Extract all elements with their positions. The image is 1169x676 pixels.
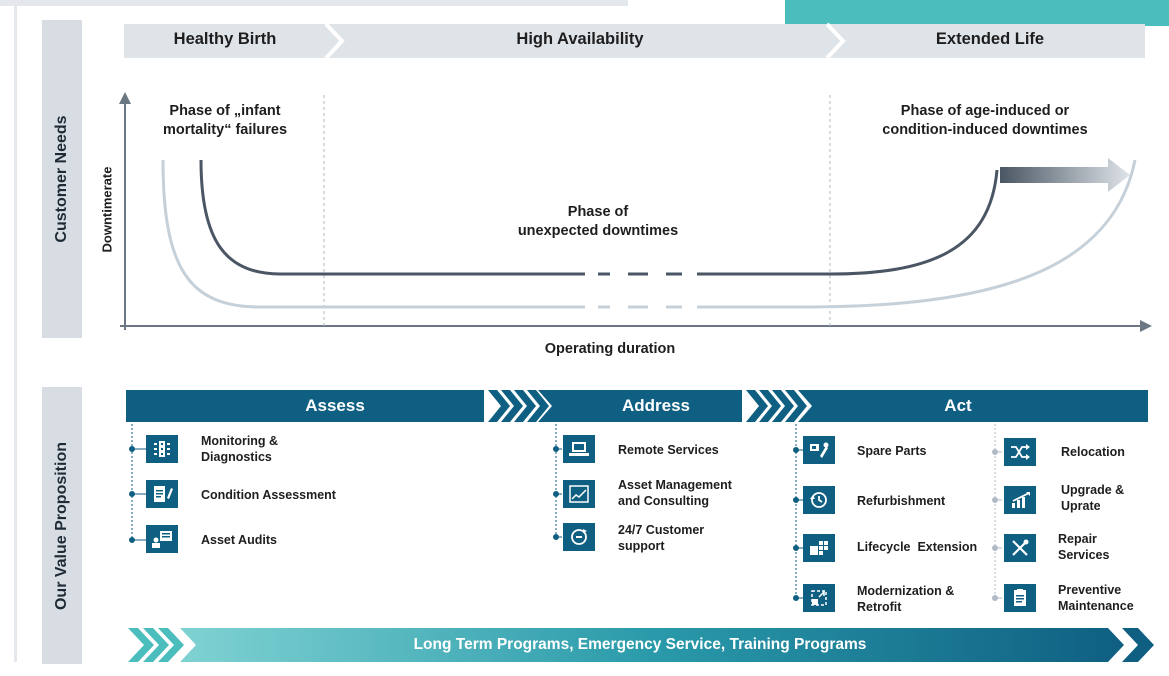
- phase-age-line1: Phase of age-induced or: [900, 103, 1070, 119]
- item-asset-management-line2: and Consulting: [618, 494, 709, 508]
- item-relocation: Relocation: [1061, 445, 1125, 459]
- value-proposition-side-label: Our Value Proposition: [42, 387, 82, 664]
- refurbishment-icon: [803, 486, 835, 514]
- item-repair-services: Repair Services: [1058, 531, 1109, 563]
- y-axis-label: Downtimerate: [100, 165, 115, 255]
- light-bathtub-curve: [161, 159, 1137, 309]
- spare-parts-icon: [803, 436, 835, 464]
- band-act: Act: [944, 396, 972, 415]
- item-asset-management: Asset Management and Consulting: [618, 477, 732, 509]
- bottom-programs-label: Long Term Programs, Emergency Service, T…: [413, 636, 867, 653]
- phase-unexpected-line2: unexpected downtimes: [517, 223, 679, 239]
- item-modernization-line2: Retrofit: [857, 600, 902, 614]
- item-remote-services: Remote Services: [618, 443, 719, 457]
- item-lifecycle-extension: Lifecycle Extension: [857, 540, 978, 554]
- frame-left-line: [14, 6, 17, 662]
- item-upgrade-line2: Uprate: [1061, 499, 1101, 513]
- y-axis-text: Downtimerate: [99, 166, 115, 253]
- modernization-icon: [803, 584, 835, 612]
- asset-audit-icon: [146, 525, 178, 553]
- upgrade-icon: [1004, 486, 1036, 514]
- chevron-extended-life: [829, 24, 1145, 58]
- item-monitoring-diagnostics: Monitoring & Diagnostics: [201, 433, 278, 465]
- phase-band: [126, 390, 1148, 422]
- phase-age-line2: condition-induced downtimes: [882, 122, 1088, 138]
- dark-bathtub-curve: [199, 159, 999, 276]
- maintenance-icon: [1004, 584, 1036, 612]
- label-healthy-birth: Healthy Birth: [173, 30, 277, 48]
- item-asset-management-line1: Asset Management: [618, 478, 732, 492]
- chart-axes: [119, 92, 1152, 332]
- item-support-line1: 24/7 Customer: [618, 523, 705, 537]
- monitoring-icon: [146, 435, 178, 463]
- item-support-line2: support: [618, 539, 665, 553]
- item-upgrade-uprate: Upgrade & Uprate: [1061, 482, 1124, 514]
- item-preventive-line2: Maintenance: [1058, 599, 1134, 613]
- item-refurbishment: Refurbishment: [857, 494, 946, 508]
- item-asset-audits: Asset Audits: [201, 533, 277, 547]
- label-high-availability: High Availability: [516, 30, 644, 48]
- connector-lines: [129, 424, 803, 601]
- connector-lines-gray: [992, 424, 1002, 601]
- band-assess: Assess: [305, 396, 365, 415]
- item-condition-assessment: Condition Assessment: [201, 488, 336, 502]
- label-extended-life: Extended Life: [935, 30, 1045, 48]
- band-address: Address: [621, 396, 691, 415]
- phase-infant-line2: mortality“ failures: [162, 122, 288, 138]
- x-axis-label: Operating duration: [544, 341, 676, 357]
- item-modernization-line1: Modernization &: [857, 584, 955, 598]
- condition-assessment-icon: [146, 480, 178, 508]
- item-upgrade-line1: Upgrade &: [1061, 483, 1125, 497]
- top-chevron-band: [124, 22, 1145, 60]
- laptop-icon: [563, 435, 595, 463]
- phase-unexpected-line1: Phase of: [567, 204, 629, 220]
- repair-icon: [1004, 534, 1036, 562]
- item-preventive-line1: Preventive: [1058, 583, 1122, 597]
- lifecycle-extension-icon: [803, 534, 835, 562]
- support-24-7-icon: [563, 523, 595, 551]
- chevron-healthy-birth: [124, 24, 341, 58]
- item-monitoring-line1: Monitoring &: [201, 434, 279, 448]
- bottom-programs-bar: [128, 628, 1154, 662]
- phase-age-induced: Phase of age-induced or condition-induce…: [840, 102, 1130, 140]
- gradient-trend-arrow: [1000, 158, 1130, 192]
- chevron-high-availability: [328, 24, 842, 58]
- teal-corner-tab: [785, 0, 1169, 26]
- frame-top-line: [0, 0, 628, 6]
- item-monitoring-line2: Diagnostics: [201, 450, 272, 464]
- item-repair-line2: Services: [1058, 548, 1110, 562]
- phase-infant-line1: Phase of „infant: [169, 103, 281, 119]
- item-spare-parts: Spare Parts: [857, 444, 927, 458]
- phase-unexpected-downtimes: Phase of unexpected downtimes: [478, 203, 718, 241]
- item-modernization-retrofit: Modernization & Retrofit: [857, 583, 954, 615]
- relocation-icon: [1004, 438, 1036, 466]
- item-repair-line1: Repair: [1058, 532, 1097, 546]
- item-preventive-maintenance: Preventive Maintenance: [1058, 582, 1134, 614]
- customer-needs-side-label: Customer Needs: [42, 20, 82, 338]
- item-customer-support: 24/7 Customer support: [618, 522, 704, 554]
- phase-infant-mortality: Phase of „infant mortality“ failures: [140, 102, 310, 140]
- chart-icon: [563, 480, 595, 508]
